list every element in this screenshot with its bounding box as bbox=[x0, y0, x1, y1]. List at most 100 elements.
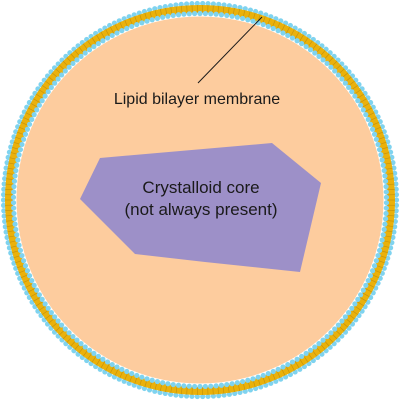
lipid-head-inner bbox=[234, 14, 240, 20]
lipid-head-outer bbox=[3, 165, 9, 171]
lipid-head-inner bbox=[250, 376, 256, 382]
lipid-tail bbox=[354, 89, 362, 95]
lipid-head-inner bbox=[95, 353, 101, 359]
lipid-head-inner bbox=[11, 205, 17, 211]
lipid-head-outer bbox=[2, 170, 8, 176]
lipid-head-inner bbox=[324, 333, 330, 340]
lipid-head-inner bbox=[39, 98, 45, 104]
lipid-head-inner bbox=[52, 80, 58, 86]
lipid-tail bbox=[285, 26, 291, 35]
lipid-head-inner bbox=[16, 152, 22, 158]
lipid-head-outer bbox=[1, 181, 7, 187]
lipid-head-inner bbox=[24, 126, 31, 132]
lipid-head-inner bbox=[285, 32, 291, 39]
lipid-tail bbox=[38, 89, 46, 95]
lipid-head-inner bbox=[11, 178, 18, 184]
lipid-tail bbox=[33, 296, 41, 302]
lipid-head-inner bbox=[192, 383, 198, 390]
lipid-head-outer bbox=[167, 3, 174, 9]
lipid-head-inner bbox=[234, 380, 240, 386]
lipid-tail bbox=[290, 363, 295, 371]
lipid-head-inner bbox=[352, 301, 358, 307]
lipid-head-outer bbox=[392, 224, 398, 230]
lipid-tail bbox=[109, 365, 115, 374]
lipid-head-outer bbox=[2, 224, 8, 230]
lipid-head-inner bbox=[358, 292, 364, 298]
lipid-head-inner bbox=[245, 17, 251, 23]
lipid-head-inner bbox=[175, 382, 182, 388]
lipid-head-inner bbox=[379, 237, 385, 243]
lipid-head-inner bbox=[245, 377, 251, 383]
lipid-tail bbox=[186, 5, 188, 14]
lipid-head-inner bbox=[378, 242, 384, 248]
lipid-head-inner bbox=[74, 57, 80, 63]
lipid-head-outer bbox=[226, 391, 233, 397]
lipid-head-inner bbox=[186, 383, 192, 389]
lipid-head-inner bbox=[149, 17, 155, 23]
lipid-head-inner bbox=[270, 25, 276, 32]
lipid-tail bbox=[386, 183, 395, 186]
lipid-head-inner bbox=[10, 200, 17, 206]
lipid-head-inner bbox=[114, 30, 120, 36]
lipid-tail bbox=[91, 37, 97, 45]
lipid-head-inner bbox=[383, 200, 390, 206]
lipid-head-inner bbox=[294, 38, 300, 44]
lipid-head-inner bbox=[202, 383, 208, 390]
lipid-head-inner bbox=[383, 194, 390, 200]
lipid-tail bbox=[5, 183, 14, 186]
lipid-tail bbox=[364, 287, 373, 293]
lipid-head-inner bbox=[381, 226, 387, 233]
lipid-head-inner bbox=[21, 136, 27, 142]
lipid-tail bbox=[367, 283, 375, 288]
lipid-head-outer bbox=[210, 1, 217, 7]
lipid-head-inner bbox=[208, 383, 214, 389]
lipid-head-inner bbox=[42, 301, 48, 307]
lipid-head-inner bbox=[218, 12, 225, 18]
lipid-tail bbox=[356, 301, 364, 307]
lipid-head-inner bbox=[349, 89, 355, 95]
lipid-head-inner bbox=[250, 18, 256, 24]
lipid-head-inner bbox=[328, 64, 334, 70]
lipid-head-inner bbox=[119, 28, 125, 34]
lipid-head-inner bbox=[342, 80, 348, 86]
lipid-tail bbox=[299, 34, 304, 42]
lipid-head-inner bbox=[335, 72, 341, 78]
lipid-tail bbox=[354, 305, 362, 311]
lipid-tail bbox=[33, 98, 41, 104]
lipid-tail bbox=[105, 29, 110, 37]
lipid-tail bbox=[105, 363, 110, 371]
lipid-head-inner bbox=[22, 263, 29, 269]
lipid-head-inner bbox=[332, 326, 338, 332]
lipid-tail bbox=[212, 5, 214, 14]
lipid-head-outer bbox=[3, 229, 9, 235]
lipid-tail bbox=[114, 368, 119, 376]
lipid-head-inner bbox=[375, 141, 381, 148]
lipid-head-inner bbox=[371, 263, 378, 269]
lipid-head-inner bbox=[109, 361, 115, 368]
lipid-head-inner bbox=[275, 28, 281, 34]
lipid-head-inner bbox=[383, 205, 389, 211]
lipid-head-inner bbox=[109, 32, 115, 39]
lipid-head-inner bbox=[382, 178, 389, 184]
lipid-head-inner bbox=[12, 173, 18, 179]
lipid-head-inner bbox=[10, 194, 17, 200]
lipid-head-inner bbox=[352, 93, 358, 99]
lipid-tail bbox=[25, 112, 33, 117]
lipid-head-inner bbox=[181, 383, 187, 389]
lipid-head-inner bbox=[66, 64, 72, 70]
lipid-head-inner bbox=[312, 344, 318, 350]
lipid-head-inner bbox=[186, 11, 192, 17]
lipid-tail bbox=[367, 112, 375, 117]
crystalloid-core bbox=[80, 143, 321, 272]
lipid-head-inner bbox=[129, 23, 135, 30]
lipid-head-inner bbox=[17, 146, 24, 153]
lipid-head-inner bbox=[62, 68, 68, 74]
lipid-tail bbox=[36, 301, 44, 307]
lipid-head-inner bbox=[124, 25, 130, 32]
lipid-head-inner bbox=[36, 102, 42, 108]
lipid-head-inner bbox=[265, 370, 271, 377]
lipid-head-inner bbox=[36, 292, 42, 298]
lipid-head-inner bbox=[17, 247, 24, 254]
lipid-head-inner bbox=[316, 53, 322, 59]
lipid-tail bbox=[27, 287, 36, 293]
